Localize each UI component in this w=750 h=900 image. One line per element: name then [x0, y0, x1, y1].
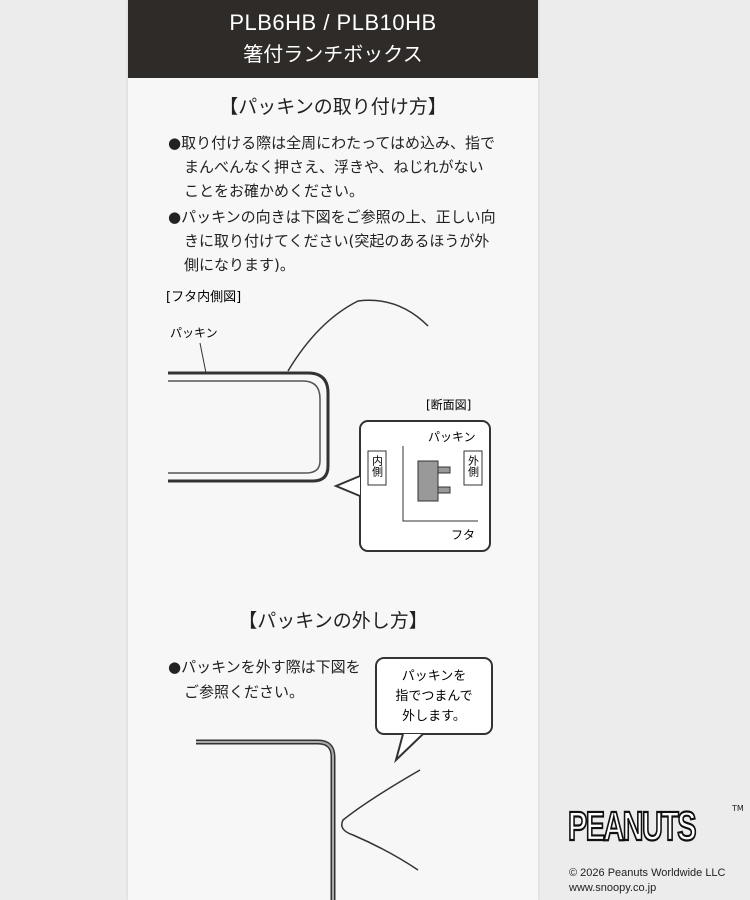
install-bullets: ●取り付ける際は全周にわたってはめ込み、指でまんべんなく押さえ、浮きや、ねじれが… [168, 131, 498, 277]
instruction-leaflet: PLB6HB / PLB10HB 箸付ランチボックス 【パッキンの取り付け方】 … [128, 0, 538, 900]
bullet: ●パッキンの向きは下図をご参照の上、正しい向きに取り付けてください(突起のあるほ… [168, 208, 496, 274]
model-number: PLB6HB / PLB10HB [229, 10, 437, 35]
product-name: 箸付ランチボックス [243, 42, 423, 66]
website-url: www.snoopy.co.jp [569, 882, 657, 894]
remove-title: 【パッキンの外し方】 [238, 610, 428, 632]
bubble-line: 外します。 [402, 709, 466, 724]
copyright-block: © 2026 Peanuts Worldwide LLC www.snoopy.… [569, 866, 726, 896]
outer-label: 外側 [467, 455, 480, 477]
trademark: TM [732, 804, 744, 813]
section-packing-label: パッキン [428, 430, 476, 444]
peanuts-logo: PEANUTS [567, 803, 697, 850]
copyright: © 2026 Peanuts Worldwide LLC [569, 867, 726, 879]
remove-diagram: パッキンを 指でつまんで 外します。 [196, 657, 493, 900]
bubble-line: 指でつまんで [395, 689, 472, 704]
bubble-line: パッキンを [402, 669, 467, 684]
install-title: 【パッキンの取り付け方】 [219, 96, 447, 118]
install-diagram: [フタ内側図] パッキン [断面図] パッキン 内側 外側 フタ [166, 289, 491, 552]
lid-inside-label: [フタ内側図] [166, 289, 241, 305]
bullet: ●取り付ける際は全周にわたってはめ込み、指でまんべんなく押さえ、浮きや、ねじれが… [168, 134, 496, 200]
lid-label: フタ [451, 528, 475, 542]
header: PLB6HB / PLB10HB 箸付ランチボックス [128, 0, 538, 78]
packing-label: パッキン [170, 326, 218, 340]
remove-bullet: ●パッキンを外す際は下図をご参照ください。 [168, 658, 361, 701]
section-label: [断面図] [426, 397, 471, 412]
inner-label: 内側 [371, 454, 384, 477]
